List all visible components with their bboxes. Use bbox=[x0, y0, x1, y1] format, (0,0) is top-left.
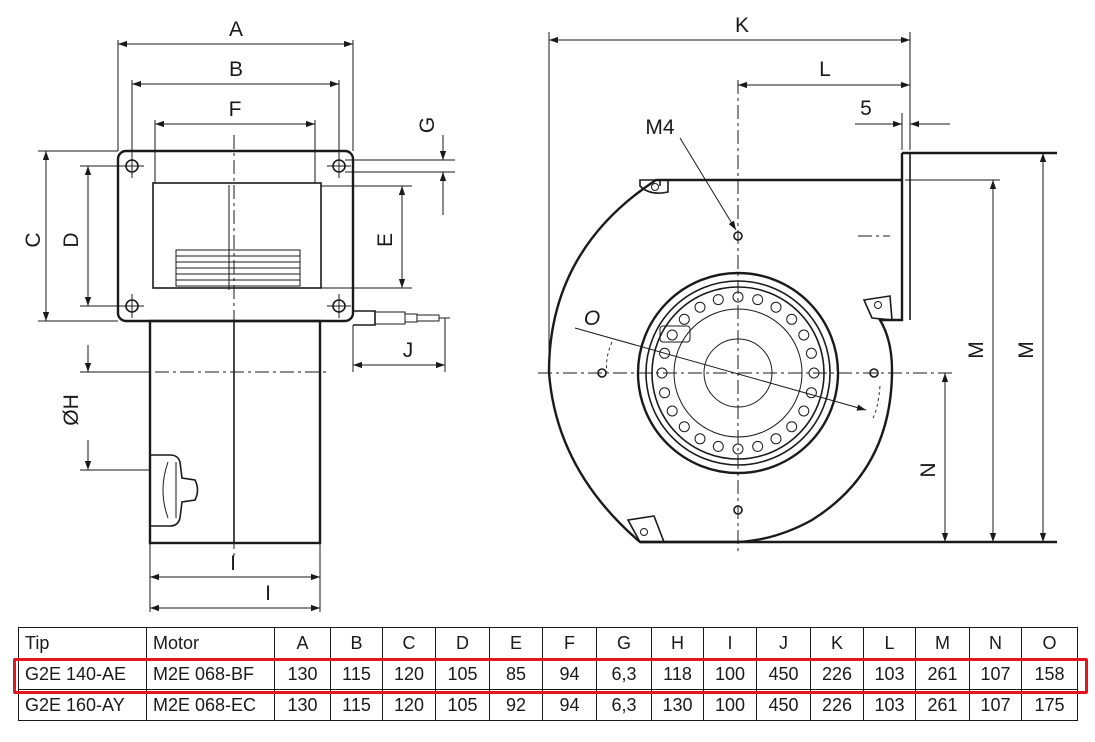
table-cell: 261 bbox=[915, 658, 970, 690]
dim-label-e: E bbox=[374, 233, 397, 247]
rotor-slot bbox=[770, 433, 782, 445]
table-cell: 120 bbox=[382, 658, 436, 690]
column-header: I bbox=[703, 627, 757, 659]
rotor-slot bbox=[694, 301, 706, 313]
table-cell: 6,3 bbox=[596, 689, 652, 721]
dim-label-m4: M4 bbox=[645, 116, 674, 139]
technical-drawing: A B F G C D E J ØH I I bbox=[22, 14, 1057, 612]
table-cell: 226 bbox=[810, 689, 864, 721]
rotor-slot bbox=[798, 405, 810, 417]
column-header: Motor bbox=[146, 627, 275, 659]
table-cell: 158 bbox=[1021, 658, 1078, 690]
table-cell: 115 bbox=[330, 689, 383, 721]
column-header: G bbox=[596, 627, 652, 659]
table-cell: G2E 140-AE bbox=[18, 658, 147, 690]
dim-label-h: ØH bbox=[60, 394, 83, 426]
table-cell: 175 bbox=[1021, 689, 1078, 721]
dim-label-b: B bbox=[229, 58, 243, 81]
front-view: K L 5 M4 O M M N bbox=[538, 14, 1057, 555]
column-header: J bbox=[756, 627, 811, 659]
table-cell: 94 bbox=[542, 689, 597, 721]
rotor-slot bbox=[798, 329, 810, 341]
table-cell: 6,3 bbox=[596, 658, 652, 690]
dim-label-f: F bbox=[229, 98, 242, 121]
rotor-slot bbox=[805, 347, 817, 359]
table-cell: 118 bbox=[651, 658, 704, 690]
column-header: O bbox=[1021, 627, 1078, 659]
column-header: H bbox=[651, 627, 704, 659]
dim-label-j: J bbox=[403, 339, 414, 362]
table-cell: M2E 068-BF bbox=[146, 658, 275, 690]
table-cell: 105 bbox=[435, 689, 490, 721]
dim-label-d: D bbox=[60, 232, 83, 247]
column-header: K bbox=[810, 627, 864, 659]
table-cell: 226 bbox=[810, 658, 864, 690]
column-header: N bbox=[969, 627, 1022, 659]
rotor-slot bbox=[678, 421, 690, 433]
table-cell: 100 bbox=[703, 658, 757, 690]
column-header: E bbox=[489, 627, 543, 659]
rotor-slot bbox=[805, 387, 817, 399]
column-header: F bbox=[542, 627, 597, 659]
rotor-slot bbox=[659, 387, 671, 399]
dim-label-o: O bbox=[584, 307, 600, 330]
table-cell: 94 bbox=[542, 658, 597, 690]
dim-label-a: A bbox=[229, 18, 243, 41]
table-cell: 107 bbox=[969, 689, 1022, 721]
dim-label-k: K bbox=[735, 14, 749, 37]
table-cell: 103 bbox=[863, 689, 916, 721]
table-cell: 450 bbox=[756, 689, 811, 721]
rotor-slot bbox=[666, 405, 678, 417]
column-header: A bbox=[274, 627, 331, 659]
dim-label-n: N bbox=[917, 462, 940, 477]
table-cell: 105 bbox=[435, 658, 490, 690]
table-cell: G2E 160-AY bbox=[18, 689, 147, 721]
rotor-slot bbox=[712, 294, 724, 306]
table-cell: 100 bbox=[703, 689, 757, 721]
rotor-slot bbox=[786, 421, 798, 433]
dim-label-m-outer: M bbox=[1015, 341, 1038, 359]
dim-label-i-outer: I bbox=[265, 582, 271, 605]
dim-label-c: C bbox=[22, 232, 45, 247]
table-cell: M2E 068-EC bbox=[146, 689, 275, 721]
rotor-slot bbox=[666, 329, 678, 341]
table-cell: 92 bbox=[489, 689, 543, 721]
table-cell: 85 bbox=[489, 658, 543, 690]
column-header: M bbox=[915, 627, 970, 659]
dim-label-5: 5 bbox=[860, 97, 872, 120]
table-cell: 115 bbox=[330, 658, 383, 690]
dim-label-i-inner: I bbox=[230, 552, 236, 575]
column-header: L bbox=[863, 627, 916, 659]
table-cell: 130 bbox=[274, 658, 331, 690]
rotor-slot bbox=[770, 301, 782, 313]
rotor-slot bbox=[786, 313, 798, 325]
rotor-slot bbox=[732, 443, 744, 455]
dim-label-m-inner: M bbox=[965, 341, 988, 359]
column-header: D bbox=[435, 627, 490, 659]
table-cell: 130 bbox=[274, 689, 331, 721]
table-cell: 103 bbox=[863, 658, 916, 690]
rotor-slot bbox=[752, 440, 764, 452]
table-cell: 261 bbox=[915, 689, 970, 721]
dim-label-l: L bbox=[819, 58, 831, 81]
column-header: C bbox=[382, 627, 436, 659]
column-header: B bbox=[330, 627, 383, 659]
rotor-slot bbox=[678, 313, 690, 325]
table-cell: 130 bbox=[651, 689, 704, 721]
rotor-slot bbox=[712, 440, 724, 452]
table-cell: 120 bbox=[382, 689, 436, 721]
column-header: Tip bbox=[18, 627, 147, 659]
side-view: A B F G C D E J ØH I I bbox=[22, 18, 455, 612]
rotor-slot bbox=[659, 347, 671, 359]
rotor-slot bbox=[752, 294, 764, 306]
rotor-slot bbox=[694, 433, 706, 445]
table-cell: 107 bbox=[969, 658, 1022, 690]
dim-label-g: G bbox=[416, 117, 439, 133]
table-cell: 450 bbox=[756, 658, 811, 690]
